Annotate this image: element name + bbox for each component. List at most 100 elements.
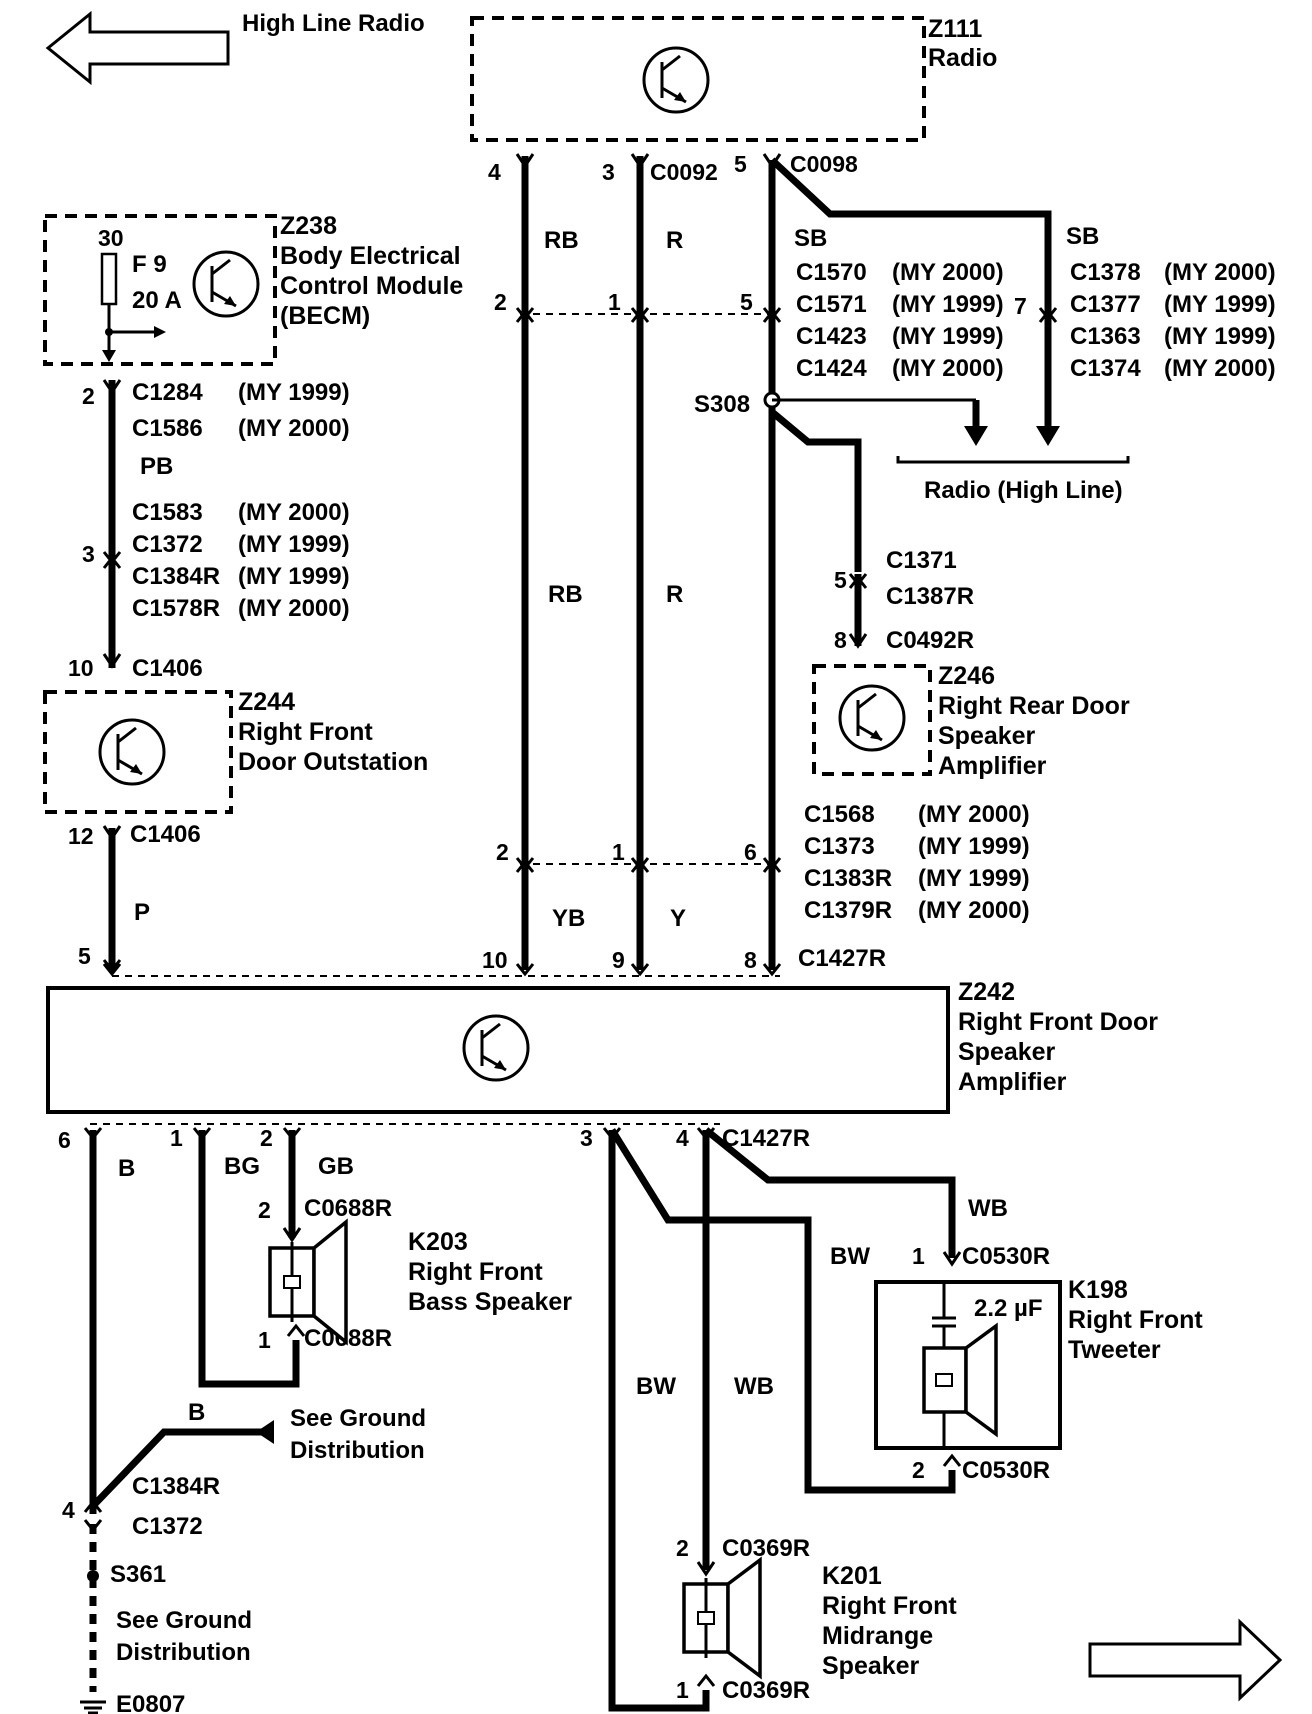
tweeter-pin-1: 1 (912, 1243, 925, 1269)
outstation-id: Z244 (238, 688, 295, 716)
ground-wire-b: B (188, 1399, 205, 1426)
becm-name-3: (BECM) (280, 302, 370, 330)
pb-conn-c1284: C1284 (132, 379, 203, 406)
ground-conn-c1372: C1372 (132, 1513, 203, 1540)
becm-fuse-name: F 9 (132, 251, 167, 278)
upper-my-1: (MY 2000) (892, 259, 1004, 286)
pb-my-1: (MY 2000) (238, 499, 350, 526)
pb-conn-1: C1583 (132, 499, 203, 526)
front-amp-module-box (46, 986, 950, 1114)
pb-conn-c1586: C1586 (132, 415, 203, 442)
tweeter-pin-2: 2 (912, 1457, 925, 1483)
pb-my-c1586: (MY 2000) (238, 415, 350, 442)
front-amp-name-3: Amplifier (958, 1068, 1067, 1096)
radio-pin-4: 4 (488, 159, 501, 185)
tweeter-conn-2: C0530R (962, 1457, 1050, 1484)
front-amp-out-pin-6: 6 (58, 1127, 71, 1153)
radio-name: Radio (928, 44, 997, 72)
rear-amp-id: Z246 (938, 662, 995, 690)
bass-speaker-icon (268, 1218, 348, 1346)
radio-id: Z111 (928, 15, 982, 43)
lower-my-4: (MY 2000) (918, 897, 1030, 924)
radio-conn-b: C0098 (790, 151, 858, 177)
radio-module-box (470, 16, 926, 142)
bass-id: K203 (408, 1228, 468, 1256)
tweeter-box (874, 1280, 1062, 1450)
radio-highline-bracket (896, 456, 1130, 464)
wire-color-r2: R (666, 581, 683, 608)
rear-amp-name-2: Speaker (938, 722, 1036, 750)
upper-conn-d1: C1378 (1070, 259, 1141, 286)
rear-amp-name-3: Amplifier (938, 752, 1047, 780)
wire-color-rb: RB (544, 227, 579, 254)
ground-conn-c1384r: C1384R (132, 1473, 220, 1500)
wire-wb (696, 1127, 962, 1577)
bass-conn-2: C0688R (304, 1195, 392, 1222)
radio-pin-3: 3 (602, 159, 615, 185)
bass-pin-2: 2 (258, 1197, 271, 1223)
upper-pin-sb2: 7 (1014, 293, 1027, 319)
ground-dist-1: See Ground (290, 1405, 426, 1432)
front-amp-name-2: Speaker (958, 1038, 1056, 1066)
lower-my-1: (MY 2000) (918, 801, 1030, 828)
upper-conn-3: C1423 (796, 323, 867, 350)
lower-pin-sb: 6 (744, 839, 757, 865)
splice-s308: S308 (694, 391, 750, 418)
lower-connector-marks (515, 857, 782, 873)
tweeter-capacitor-icon (932, 1282, 956, 1446)
lower-my-3: (MY 1999) (918, 865, 1030, 892)
lower-conn-1: C1568 (804, 801, 875, 828)
radio-pin-5: 5 (734, 151, 747, 177)
pb-conn-4: C1578R (132, 595, 220, 622)
upper-connector-marks (515, 307, 1058, 323)
front-amp-in-conn: C1427R (798, 945, 886, 972)
front-amp-out-pin-2: 2 (260, 1125, 273, 1151)
tweeter-conn-1: C0530R (962, 1243, 1050, 1270)
wire-color-y: Y (670, 905, 686, 932)
front-amp-out-pin-1: 1 (170, 1125, 183, 1151)
wire-sb (762, 153, 1060, 970)
upper-my-2: (MY 1999) (892, 291, 1004, 318)
upper-conn-4: C1424 (796, 355, 867, 382)
mid-speaker-icon (682, 1556, 762, 1680)
mid-conn-1: C0369R (722, 1677, 810, 1704)
bass-name-1: Right Front (408, 1258, 543, 1286)
pb-pin-3: 3 (82, 541, 95, 567)
wire-r (630, 153, 650, 970)
upper-my-d3: (MY 1999) (1164, 323, 1276, 350)
lower-conn-2: C1373 (804, 833, 875, 860)
front-amp-out-pin-4: 4 (676, 1125, 689, 1151)
lower-pin-r: 1 (612, 839, 625, 865)
wire-bg (192, 1127, 306, 1388)
rear-amp-module-box (812, 664, 932, 776)
front-amp-pin-8: 8 (744, 947, 757, 973)
ground-symbol-icon (80, 1700, 106, 1714)
lower-pin-rb: 2 (496, 839, 509, 865)
next-page-arrow[interactable] (1088, 1618, 1283, 1702)
wire-color-sb: SB (794, 225, 827, 252)
upper-pin-sb: 5 (740, 289, 753, 315)
front-amp-id: Z242 (958, 978, 1015, 1006)
pb-my-c1284: (MY 1999) (238, 379, 350, 406)
wire-b-ground (83, 1127, 274, 1692)
wire-rb (515, 153, 535, 970)
pb-pin-2: 2 (82, 383, 95, 409)
wire-gb (282, 1127, 302, 1243)
mid-conn-2: C0369R (722, 1535, 810, 1562)
upper-conn-d2: C1377 (1070, 291, 1141, 318)
outstation-name-1: Right Front (238, 718, 373, 746)
wire-color-rb2: RB (548, 581, 583, 608)
lower-conn-4: C1379R (804, 897, 892, 924)
outstation-pin-12: 12 (68, 823, 94, 849)
upper-conn-1: C1570 (796, 259, 867, 286)
wire-color-sb2: SB (1066, 223, 1099, 250)
radio-conn-a: C0092 (650, 159, 718, 185)
radio-highline-label: Radio (High Line) (924, 477, 1123, 504)
outstation-amp-pin-5: 5 (78, 943, 91, 969)
pb-conn-2: C1372 (132, 531, 203, 558)
prev-page-arrow[interactable] (45, 10, 230, 86)
ground-e0807: E0807 (116, 1691, 185, 1714)
tweeter-cap-value: 2.2 µF (974, 1295, 1043, 1322)
pb-my-3: (MY 1999) (238, 563, 350, 590)
